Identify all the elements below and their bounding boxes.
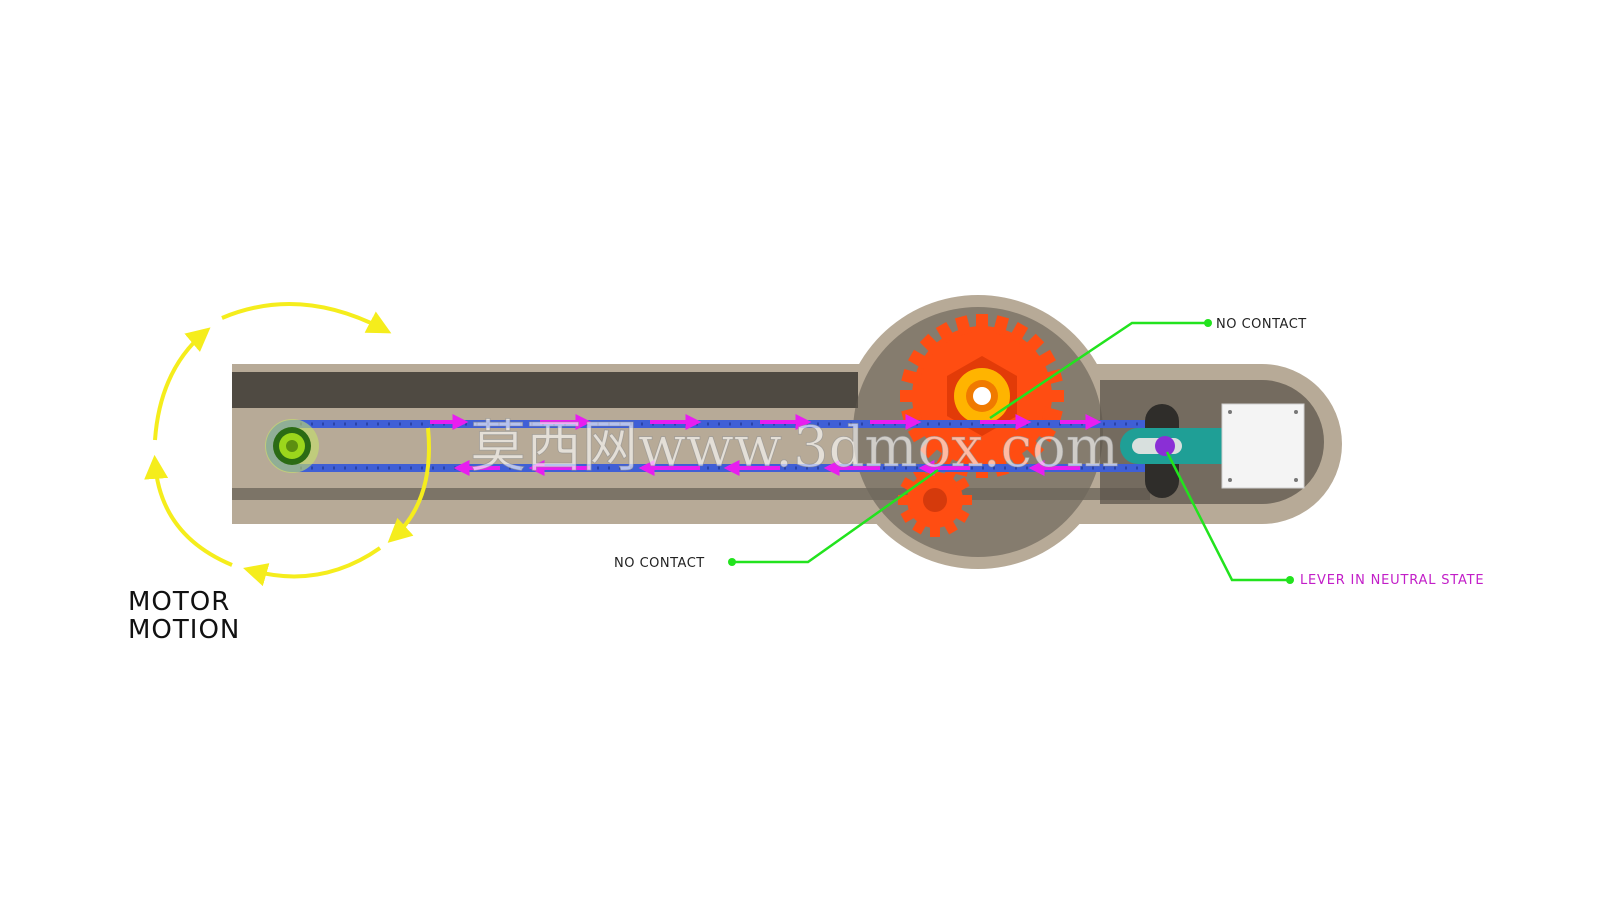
motion-arrow-bottom: [243, 546, 382, 587]
motion-arrow-left-top: [153, 327, 211, 441]
gear-icon: [900, 314, 1064, 478]
callout-dot-lever: [1286, 576, 1294, 584]
housing-lower-track: [232, 488, 1150, 500]
large-gear: [900, 314, 1064, 478]
label-motor-line2: MOTION: [128, 615, 240, 645]
label-no-contact-bottom: NO CONTACT: [614, 556, 705, 571]
motion-arrow-top: [221, 302, 392, 334]
motion-arrow-left-bottom: [144, 454, 233, 567]
motor-motion-arrows: [144, 302, 431, 587]
housing-recess: [232, 372, 858, 408]
mounting-plate: [1221, 403, 1305, 489]
callout-line-bottom: [732, 468, 939, 564]
lever-pivot: [1155, 436, 1175, 456]
mounting-plate-icon: [1221, 403, 1305, 489]
callout-line-lever: [1165, 451, 1290, 582]
sprocket-icon: [273, 427, 311, 465]
chain-direction-arrows: [430, 414, 1102, 476]
motion-arrow-right: [387, 427, 431, 543]
callout-dot-bottom: [728, 558, 736, 566]
label-motor-line1: MOTOR: [128, 587, 230, 617]
label-no-contact-top: NO CONTACT: [1216, 317, 1307, 332]
callouts: [728, 319, 1294, 584]
motor-sprocket: [265, 419, 319, 473]
callout-line-top: [989, 321, 1208, 420]
callout-dot-top: [1204, 319, 1212, 327]
label-lever-state: LEVER IN NEUTRAL STATE: [1300, 573, 1484, 588]
watermark: 莫西网www.3dmox.com: [470, 415, 1119, 480]
